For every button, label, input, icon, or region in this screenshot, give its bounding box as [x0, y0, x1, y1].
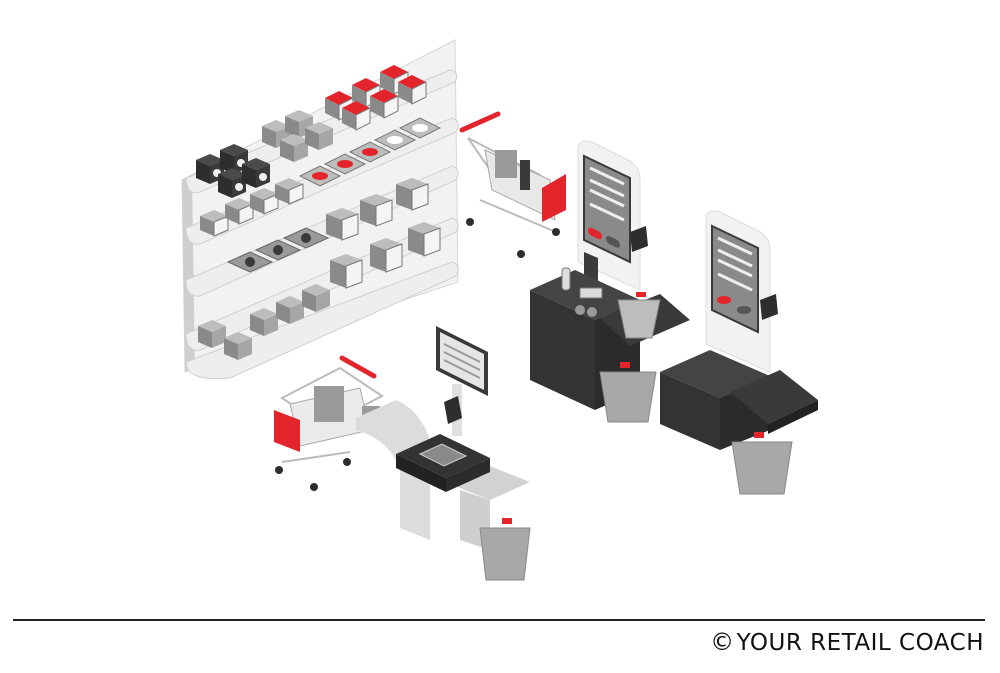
- scanner-checkout-counter: [356, 326, 531, 581]
- shopping-cart-front: [274, 355, 384, 491]
- copyright-icon: ©: [710, 628, 735, 656]
- self-checkout-kiosk-right: [660, 210, 818, 495]
- footer-divider: [13, 619, 985, 621]
- shopping-cart-back: [459, 111, 566, 258]
- product-shelving-unit: [181, 39, 459, 380]
- retail-checkout-illustration: [181, 39, 818, 581]
- copyright-credit: ©YOUR RETAIL COACH: [710, 628, 984, 656]
- self-checkout-kiosk-left: [530, 140, 690, 423]
- brand-name: YOUR RETAIL COACH: [736, 630, 984, 656]
